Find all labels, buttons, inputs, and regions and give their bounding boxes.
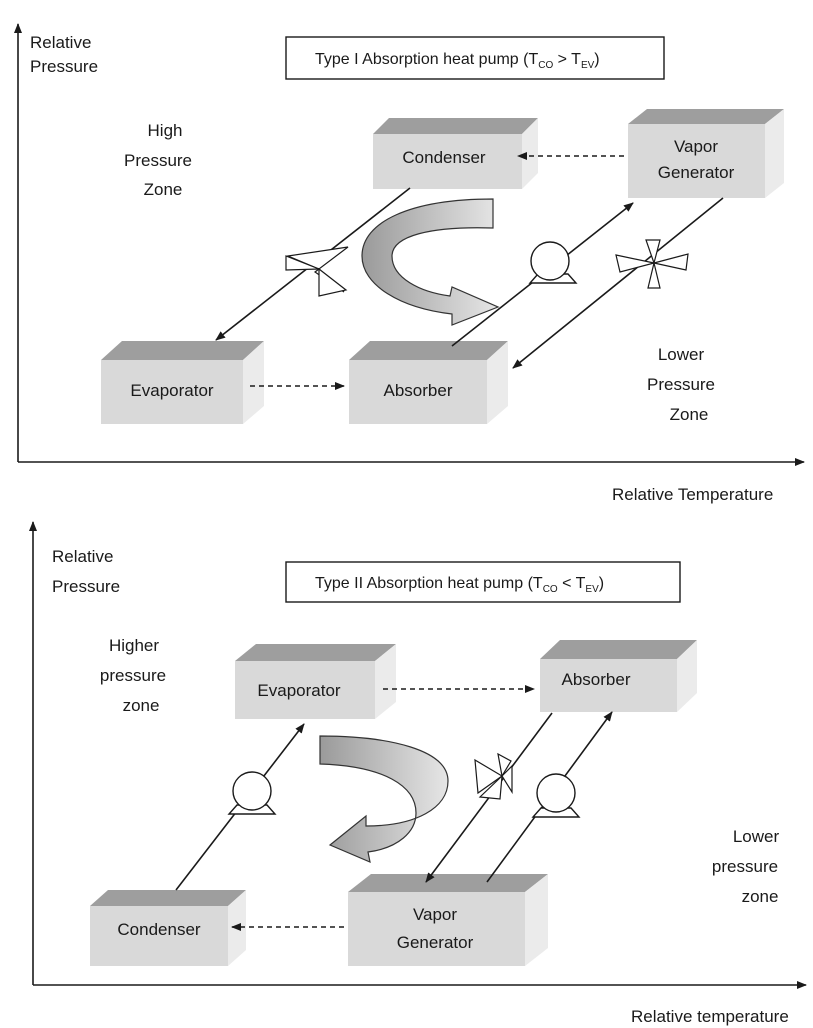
type1-vapor-label-1: Vapor [674,137,718,156]
type1-x-axis-label: Relative Temperature [612,485,773,504]
type1-low-zone-1: Lower [658,345,705,364]
type2-high-zone-3: zone [123,696,160,715]
type1-evaporator-box: Evaporator [101,341,264,424]
type1-vapor-label-2: Generator [658,163,735,182]
type2-y-axis-label-1: Relative [52,547,113,566]
type1-condenser-box: Condenser [373,118,538,189]
type2-low-zone-1: Lower [733,827,780,846]
type2-pump-left [227,771,277,815]
type1-y-axis-label-1: Relative [30,33,91,52]
type2-vapor-label-2: Generator [397,933,474,952]
type2-vapor-generator-box: Vapor Generator [348,874,548,966]
type1-title-box [285,36,665,80]
type2-panel: Relative Pressure Relative temperature T… [29,521,807,1026]
type1-low-zone-2: Pressure [647,375,715,394]
type1-title: Type I Absorption heat pump (TCO > TEV) [315,51,600,71]
type2-pump-right [531,773,581,818]
type2-vapor-label-1: Vapor [413,905,457,924]
type1-pump [528,241,578,284]
type2-curved-flow-arrow [319,735,449,863]
type1-high-zone-2: Pressure [124,151,192,170]
type1-high-zone-3: Zone [144,180,183,199]
type2-high-zone-2: pressure [100,666,166,685]
type1-vapor-generator-box: Vapor Generator [628,109,784,198]
type1-y-axis-label-2: Pressure [30,57,98,76]
type2-absorber-box: Absorber [540,640,697,712]
type2-x-axis-label: Relative temperature [631,1007,789,1026]
type1-evaporator-label: Evaporator [130,381,213,400]
type2-condenser-label: Condenser [117,920,201,939]
type2-title-box [285,561,681,603]
type2-absorber-label: Absorber [562,670,631,689]
type2-low-zone-3: zone [742,887,779,906]
type2-expansion-valve [474,752,513,800]
type2-title: Type II Absorption heat pump (TCO < TEV) [315,575,604,595]
type1-expansion-valve-left [285,246,349,297]
type1-expansion-valve-right [615,239,689,289]
type2-low-zone-2: pressure [712,857,778,876]
type1-low-zone-3: Zone [670,405,709,424]
type1-condenser-label: Condenser [402,148,486,167]
type2-high-zone-1: Higher [109,636,159,655]
type2-evaporator-label: Evaporator [257,681,340,700]
type1-absorber-label: Absorber [384,381,453,400]
type1-absorber-box: Absorber [349,341,508,424]
type1-panel: Relative Pressure Relative Temperature T… [14,23,805,504]
type2-condenser-box: Condenser [90,890,246,966]
type1-high-zone-1: High [148,121,183,140]
type2-evaporator-box: Evaporator [235,644,396,719]
type1-curved-flow-arrow [361,198,500,326]
type1-line-vapor-generator-to-absorber [512,197,724,369]
type2-y-axis-label-2: Pressure [52,577,120,596]
